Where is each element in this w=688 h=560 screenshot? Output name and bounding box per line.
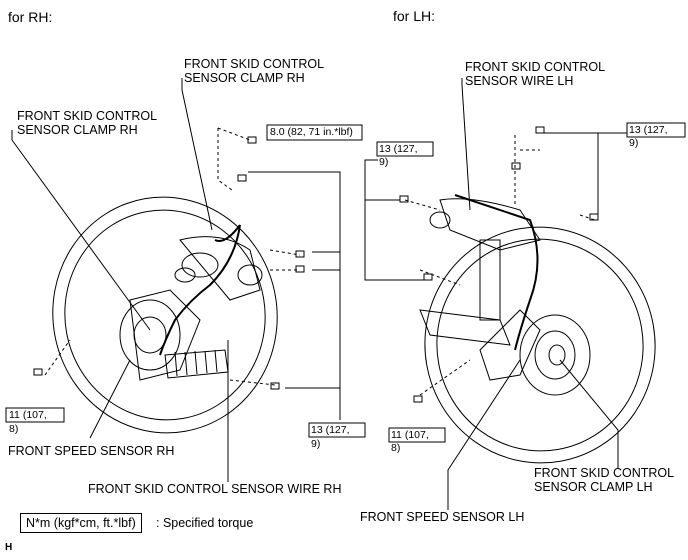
lh-torque-bottom-2: 8) xyxy=(391,442,401,454)
rh-torque-right-1: 13 (127, xyxy=(311,424,350,436)
rh-clamp-upper-label: FRONT SKID CONTROL SENSOR CLAMP RH xyxy=(184,57,325,85)
legend-torque-box: N*m (kgf*cm, ft.*lbf) xyxy=(20,513,142,533)
lh-tire-outer xyxy=(424,226,656,464)
lh-clamp-label: FRONT SKID CONTROL SENSOR CLAMP LH xyxy=(534,466,675,494)
lh-torque-topright-1: 13 (127, xyxy=(629,124,668,136)
lh-wire-label: FRONT SKID CONTROL SENSOR WIRE LH xyxy=(465,60,606,88)
lh-tire-inner xyxy=(436,238,644,452)
lh-torque-topright-2: 9) xyxy=(629,137,639,149)
bolt-icon xyxy=(33,136,305,390)
rh-clamp-left-label: FRONT SKID CONTROL SENSOR CLAMP RH xyxy=(17,109,158,137)
lh-heading: for LH: xyxy=(393,8,436,24)
rh-torque-right-2: 9) xyxy=(311,438,321,450)
rh-tire-inner xyxy=(64,209,266,421)
rh-wire-label: FRONT SKID CONTROL SENSOR WIRE RH xyxy=(88,482,342,496)
lh-torque-bottom-1: 11 (107, xyxy=(391,429,429,441)
lh-torque-topleft-1: 13 (127, xyxy=(379,143,418,155)
rh-speed-sensor-label: FRONT SPEED SENSOR RH xyxy=(8,444,175,458)
lh-torque-topleft-2: 9) xyxy=(379,156,389,168)
rh-heading: for RH: xyxy=(8,9,53,25)
rh-torque-left-2: 8) xyxy=(9,423,19,435)
rh-torque-left-1: 11 (107, xyxy=(9,409,47,421)
legend-text: : Specified torque xyxy=(156,516,254,530)
lh-speed-sensor-label: FRONT SPEED SENSOR LH xyxy=(360,510,525,524)
rh-tire-outer xyxy=(52,196,278,434)
bolt-icon xyxy=(399,126,599,403)
rh-torque-top: 8.0 (82, 71 in.*lbf) xyxy=(270,126,353,138)
figure-code: H xyxy=(5,542,13,553)
